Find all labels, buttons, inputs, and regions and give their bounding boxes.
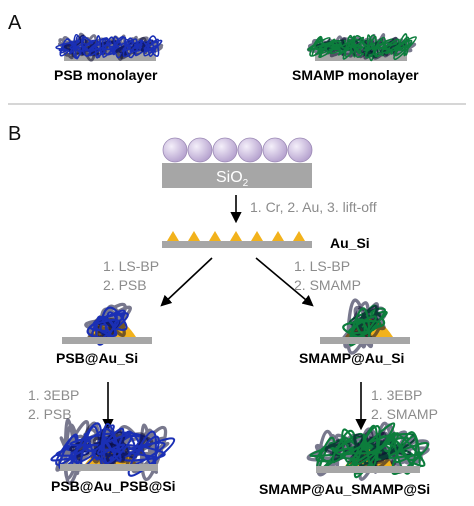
right-second-step2-label: 2. SMAMP: [371, 406, 438, 422]
sio2-label: SiO2: [216, 169, 249, 189]
colloidal-sphere: [187, 137, 213, 163]
gold-triangle: [251, 231, 263, 241]
polymer-coil: [342, 307, 382, 347]
gold-triangle: [167, 231, 179, 241]
left-step1-label: 1. LS-BP: [103, 258, 159, 274]
gold-nanostructures: [167, 231, 305, 241]
psb-au-si-substrate: [62, 337, 152, 344]
smamp-au-si-substrate: [320, 337, 410, 344]
polymer-coil: [143, 35, 163, 57]
colloidal-sphere: [287, 137, 313, 163]
gold-triangle: [230, 231, 242, 241]
psb-final-label: PSB@Au_PSB@Si: [51, 478, 176, 494]
smamp-au-si-label: SMAMP@Au_Si: [299, 350, 404, 366]
sio2-substrate: [162, 163, 312, 188]
polymer-coil: [69, 33, 87, 60]
smamp-polymer-chain: [340, 298, 388, 355]
psb-final-polymer-layer: [50, 418, 176, 486]
colloidal-sphere: [162, 137, 188, 163]
psb-monolayer-substrate: [64, 53, 156, 61]
polymer-coil: [122, 430, 176, 477]
polymer-coil: [96, 422, 133, 465]
smamp-monolayer-label: SMAMP monolayer: [292, 67, 419, 83]
colloidal-spheres: [162, 137, 313, 163]
gold-triangle: [188, 231, 200, 241]
au-si-label: Au_Si: [330, 235, 370, 251]
panel-b-letter: B: [8, 123, 21, 145]
gold-triangle: [272, 231, 284, 241]
colloidal-sphere: [237, 137, 263, 163]
left-second-step2-label: 2. PSB: [28, 406, 72, 422]
au-si-substrate: [162, 241, 312, 248]
psb-monolayer-label: PSB monolayer: [54, 67, 158, 83]
left-second-step1-label: 1. 3EBP: [28, 387, 79, 403]
polymer-coil: [345, 422, 396, 479]
polymer-coil: [80, 35, 100, 57]
right-step1-label: 1. LS-BP: [294, 258, 350, 274]
smamp-final-substrate: [316, 466, 420, 473]
lift-off-step-label: 1. Cr, 2. Au, 3. lift-off: [250, 199, 377, 215]
gold-triangle: [209, 231, 221, 241]
colloidal-sphere: [212, 137, 238, 163]
psb-polymer-chain: [84, 302, 132, 346]
arrow-to-psb: [160, 257, 213, 307]
colloidal-sphere: [262, 137, 288, 163]
psb-au-si-label: PSB@Au_Si: [56, 350, 138, 366]
arrow-to-smamp: [255, 257, 314, 307]
right-second-step1-label: 1. 3EBP: [371, 387, 422, 403]
left-step2-label: 2. PSB: [103, 277, 147, 293]
psb-final-substrate: [60, 464, 158, 471]
right-step2-label: 2. SMAMP: [294, 277, 361, 293]
smamp-monolayer-chains: [306, 33, 417, 62]
panel-a-letter: A: [8, 12, 22, 34]
polymer-coil: [388, 33, 417, 61]
gold-triangle: [293, 231, 305, 241]
psb-monolayer-chains: [55, 32, 164, 62]
smamp-final-label: SMAMP@Au_SMAMP@Si: [259, 481, 430, 497]
